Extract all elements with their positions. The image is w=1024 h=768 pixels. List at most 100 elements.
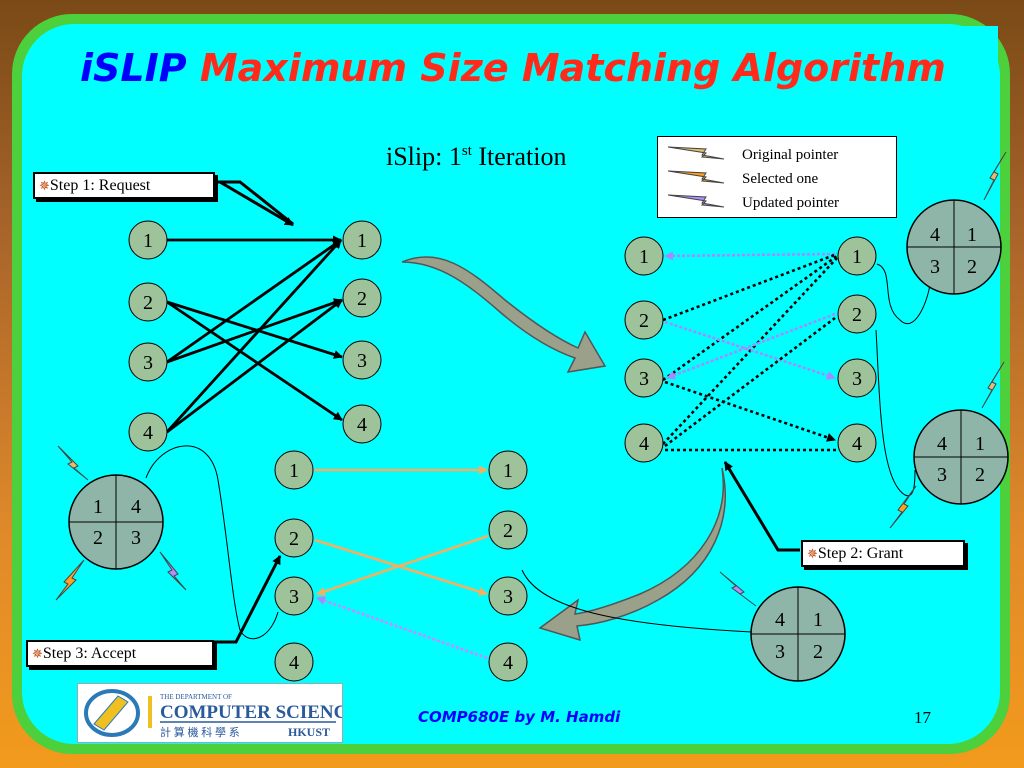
svg-text:1: 1	[813, 609, 823, 631]
selected-pointer-bolt-icon	[55, 559, 85, 601]
accept-output-1	[488, 450, 528, 490]
grant-output-4-label: 4	[852, 433, 862, 455]
original-pointer-bolt-icon	[667, 146, 725, 160]
page-number: 17	[914, 708, 931, 727]
step-accept-box: ✵Step 3: Accept	[26, 640, 214, 667]
svg-text:4: 4	[930, 224, 940, 246]
svg-text:3: 3	[930, 256, 940, 278]
accept-input-2	[274, 518, 314, 558]
svg-text:3: 3	[775, 641, 785, 663]
step-marker-icon: ✵	[32, 646, 43, 661]
svg-text:1: 1	[93, 496, 103, 518]
slide-title: iSLIP Maximum Size Matching Algorithm	[80, 46, 946, 90]
legend-selected-label: Selected one	[742, 171, 819, 187]
grant-inputs: 1 2 3 4	[624, 236, 664, 463]
grant-output-2	[837, 294, 877, 334]
grant-output-2-label: 2	[852, 304, 862, 326]
grant-input-1-label: 1	[639, 246, 649, 268]
output-bottom-pointer-wheel: 4 1 3 2	[750, 586, 846, 682]
legend-original-label: Original pointer	[742, 147, 839, 163]
svg-text:1: 1	[975, 433, 985, 455]
request-output-3-label: 3	[357, 350, 367, 372]
step-marker-icon: ✵	[39, 178, 50, 193]
request-outputs: 1 2 3 4	[342, 220, 382, 444]
request-input-3-label: 3	[143, 352, 153, 374]
accept-input-3-label: 3	[289, 586, 299, 608]
grant-output-3-label: 3	[852, 368, 862, 390]
accept-inputs: 1 2 3 4	[274, 450, 314, 682]
grant-callout-arrow	[723, 461, 800, 552]
svg-text:1: 1	[967, 224, 977, 246]
grant-input-3	[624, 358, 664, 398]
svg-text:2: 2	[975, 464, 985, 486]
request-output-3	[342, 340, 382, 380]
svg-text:4: 4	[775, 609, 785, 631]
request-callout-elbow	[215, 180, 294, 226]
input1-pointer-wheel: 1 4 2 3	[68, 474, 164, 570]
request-input-4	[128, 412, 168, 452]
svg-text:計 算 機 科 學 系: 計 算 機 科 學 系	[160, 725, 240, 739]
selected-pointer-bolt-icon	[667, 170, 725, 184]
svg-text:4: 4	[131, 496, 141, 518]
svg-text:2: 2	[813, 641, 823, 663]
title-islip: iSLIP	[80, 46, 187, 90]
updated-pointer-bolt-icon	[719, 571, 757, 607]
hkust-cs-logo: THE DEPARTMENT OF COMPUTER SCIENCE 計 算 機…	[77, 683, 360, 743]
wheel-connectors	[145, 263, 931, 640]
output3-pointer-wheel: 4 1 3 2	[913, 409, 1009, 505]
request-output-4	[342, 404, 382, 444]
selected-pointer-bolt-icon	[889, 485, 917, 529]
accept-edges	[307, 465, 489, 660]
accept-input-2-label: 2	[289, 528, 299, 550]
flow-arrow-request-to-grant	[401, 256, 607, 373]
accept-input-1	[274, 450, 314, 490]
accept-output-3	[488, 576, 528, 616]
legend-updated-label: Updated pointer	[742, 195, 840, 211]
request-inputs: 1 2 3 4	[128, 220, 168, 452]
output1-pointer-wheel: 4 1 3 2	[906, 199, 1002, 295]
accept-output-3-label: 3	[503, 586, 513, 608]
grant-output-4	[837, 423, 877, 463]
request-input-1-label: 1	[143, 230, 153, 252]
logo-graphic: THE DEPARTMENT OF COMPUTER SCIENCE 計 算 機…	[84, 689, 360, 739]
grant-input-2-label: 2	[639, 310, 649, 332]
accept-outputs: 1 2 3 4	[488, 450, 528, 682]
request-edges	[165, 235, 343, 434]
grant-input-4	[624, 423, 664, 463]
step-grant-box: ✵Step 2: Grant	[801, 540, 965, 567]
request-input-1	[128, 220, 168, 260]
step-request-label: Step 1: Request	[49, 177, 151, 194]
step-request-box: ✵Step 1: Request	[33, 172, 215, 199]
step-grant-label: Step 2: Grant	[817, 545, 904, 562]
request-output-1-label: 1	[357, 230, 367, 252]
accept-output-4-label: 4	[503, 652, 513, 674]
pointer-bolt-icons	[55, 151, 1007, 607]
accept-input-4-label: 4	[289, 652, 299, 674]
request-input-3	[128, 342, 168, 382]
svg-text:3: 3	[131, 527, 141, 549]
svg-text:COMPUTER SCIENCE: COMPUTER SCIENCE	[160, 702, 342, 723]
pointer-legend: Original pointer Selected one Updated po…	[657, 136, 897, 218]
grant-input-1	[624, 236, 664, 276]
request-output-2	[342, 278, 382, 318]
grant-output-1	[837, 236, 877, 276]
iteration-subtitle: iSlip: 1st Iteration	[386, 142, 566, 171]
updated-pointer-bolt-icon	[667, 194, 725, 208]
svg-text:THE DEPARTMENT OF: THE DEPARTMENT OF	[160, 693, 232, 701]
updated-pointer-bolt-icon	[159, 551, 187, 591]
svg-text:HKUST: HKUST	[288, 725, 330, 739]
original-pointer-bolt-icon	[57, 445, 89, 481]
request-input-2	[128, 282, 168, 322]
request-output-1	[342, 220, 382, 260]
accept-output-2-label: 2	[503, 520, 513, 542]
accept-output-4	[488, 642, 528, 682]
accept-output-2	[488, 510, 528, 550]
request-input-4-label: 4	[143, 422, 153, 444]
accept-callout-arrow	[212, 555, 282, 644]
grant-input-3-label: 3	[639, 368, 649, 390]
grant-edges	[662, 251, 838, 452]
grant-input-2	[624, 300, 664, 340]
title-area	[62, 26, 998, 118]
request-input-2-label: 2	[143, 292, 153, 314]
title-rest: Maximum Size Matching Algorithm	[199, 46, 946, 90]
